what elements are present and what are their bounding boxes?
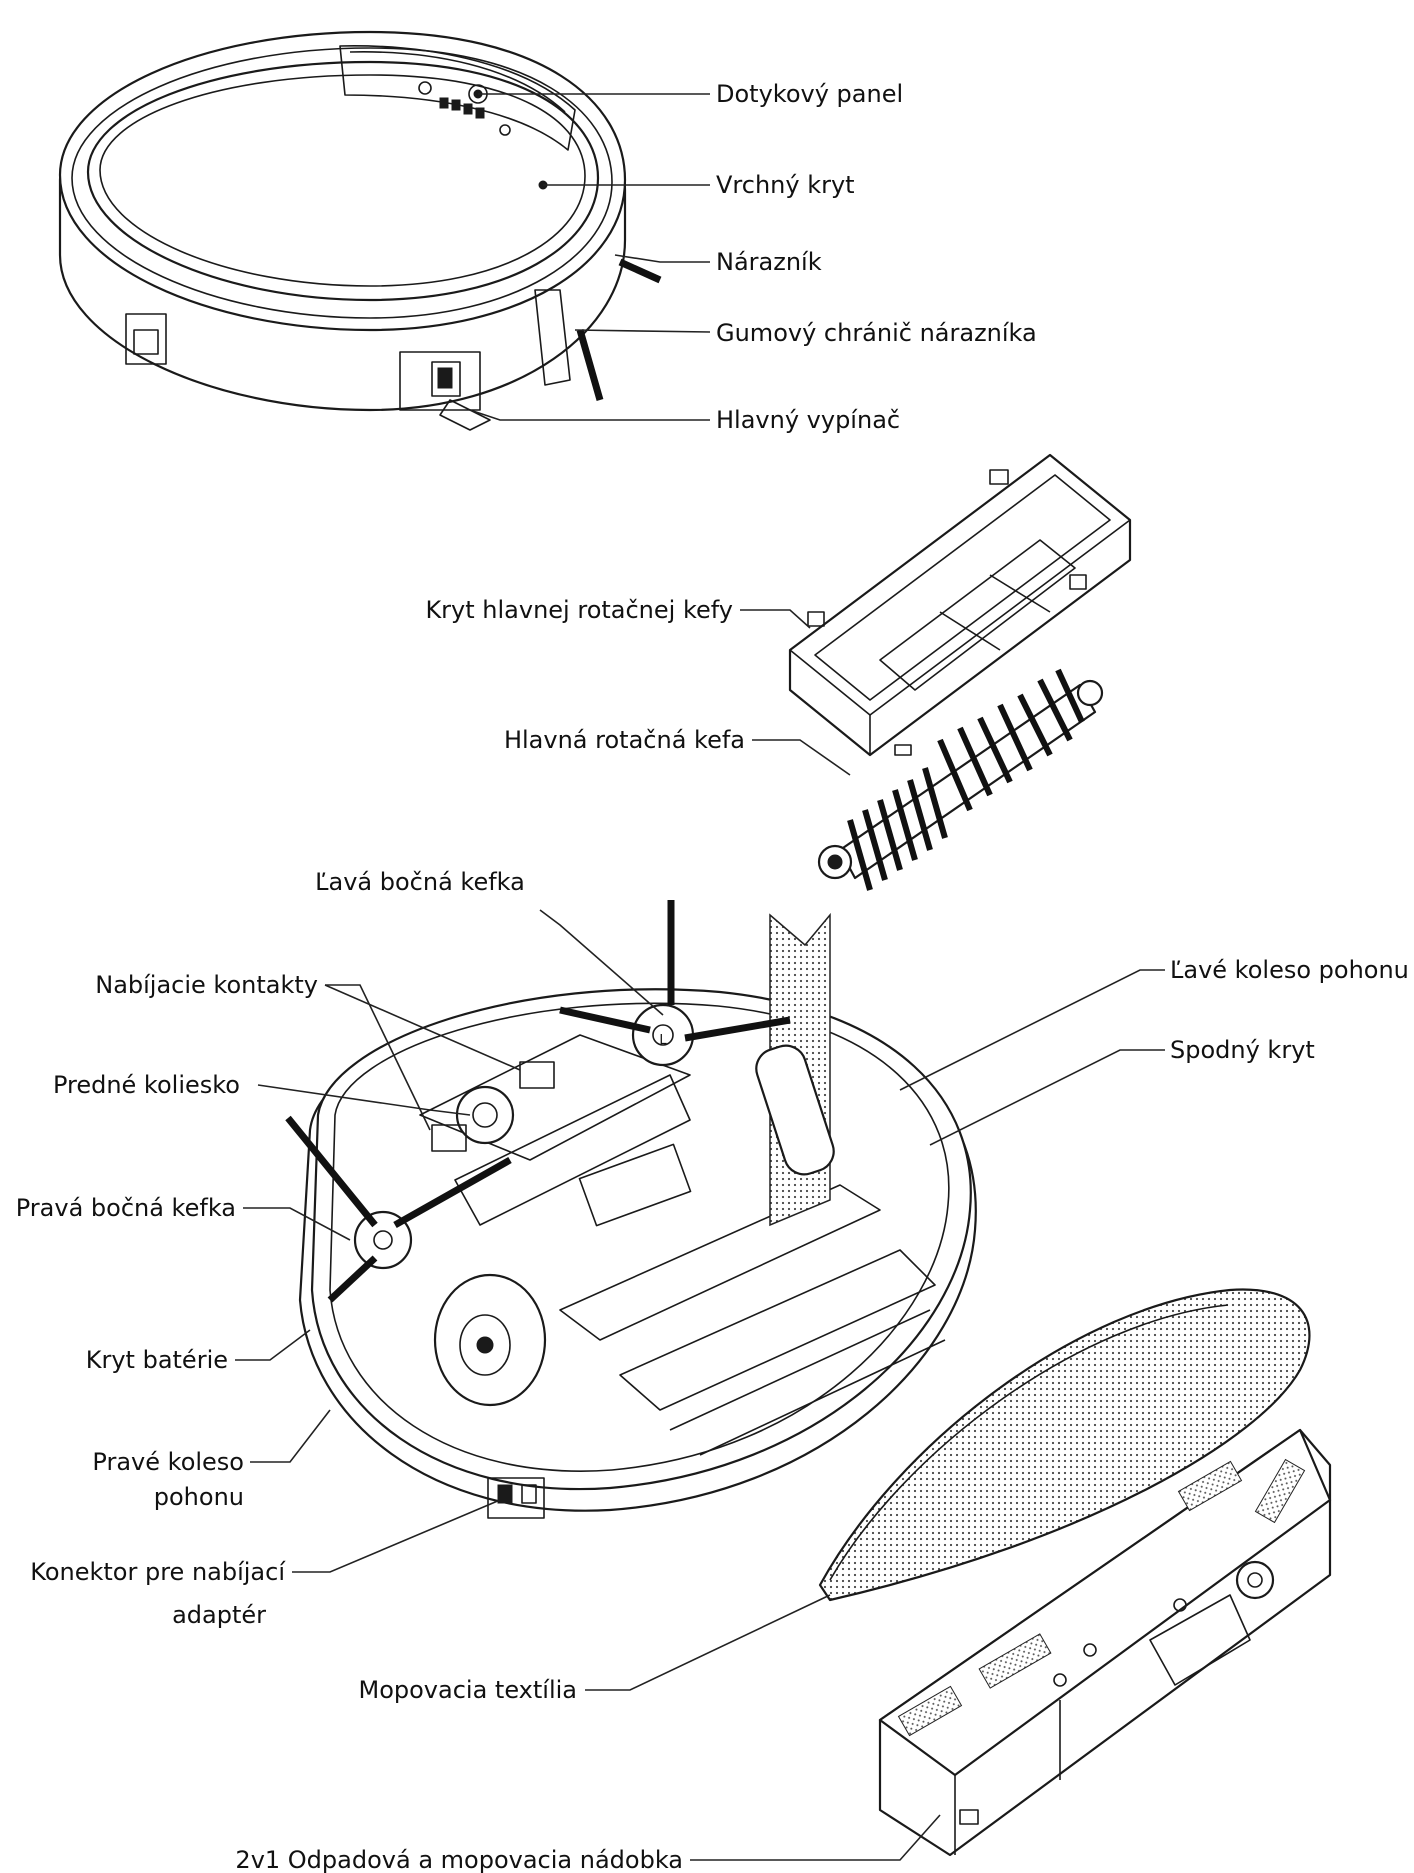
right-side-brush	[285, 1115, 512, 1303]
main-brush-cover	[788, 453, 1132, 757]
label-main-brush-cover: Kryt hlavnej rotačnej kefy	[425, 596, 733, 624]
label-front-caster: Predné koliesko	[53, 1071, 240, 1099]
bottom-leaders	[235, 909, 1165, 1573]
left-marker: L	[659, 1033, 667, 1048]
labels: Dotykový panel Vrchný kryt Nárazník Gumo…	[16, 80, 1409, 1873]
robot-bottom-view: L	[285, 900, 977, 1519]
label-right-side-brush: Pravá bočná kefka	[16, 1194, 236, 1222]
main-brush-leader	[752, 739, 851, 776]
label-mop-cloth: Mopovacia textília	[359, 1676, 578, 1704]
label-bumper-guard: Gumový chránič nárazníka	[716, 319, 1037, 347]
bin-leader	[690, 1814, 941, 1861]
bin-2in1	[878, 1428, 1332, 1857]
main-brush-cover-leader	[740, 609, 811, 629]
label-main-switch: Hlavný vypínač	[716, 406, 900, 434]
label-battery-cover: Kryt batérie	[86, 1346, 228, 1374]
label-left-drive-wheel: Ľavé koleso pohonu	[1170, 956, 1409, 984]
touch-panel-buttons	[418, 81, 511, 136]
label-right-drive-wheel-line2: pohonu	[154, 1483, 244, 1511]
label-bin-2in1: 2v1 Odpadová a mopovacia nádobka	[235, 1846, 683, 1873]
label-charger-connector-line1: Konektor pre nabíjací	[30, 1558, 286, 1586]
label-left-side-brush: Ľavá bočná kefka	[315, 868, 525, 896]
robot-top-view	[58, 30, 662, 431]
label-charging-contacts: Nabíjacie kontakty	[95, 971, 318, 999]
label-right-drive-wheel-line1: Pravé koleso	[92, 1448, 244, 1476]
label-main-brush: Hlavná rotačná kefa	[504, 726, 745, 754]
label-charger-connector-line2: adaptér	[172, 1601, 266, 1629]
label-bumper: Nárazník	[716, 248, 822, 276]
mop-cloth	[818, 1288, 1311, 1602]
top-leaders	[469, 93, 711, 421]
label-bottom-cover: Spodný kryt	[1170, 1036, 1315, 1064]
left-side-brush: L	[559, 900, 791, 1067]
label-top-cover: Vrchný kryt	[716, 171, 855, 199]
label-touch-panel: Dotykový panel	[716, 80, 903, 108]
mop-cloth-leader	[585, 1594, 831, 1691]
main-brush	[817, 668, 1104, 891]
